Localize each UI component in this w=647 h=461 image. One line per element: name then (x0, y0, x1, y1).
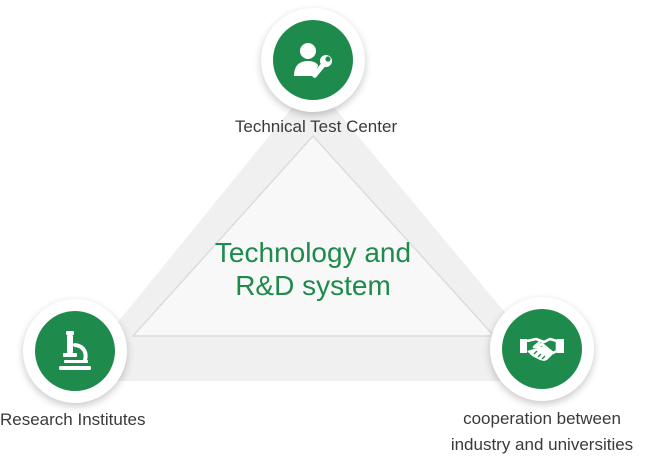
node-research-institutes-badge (35, 311, 115, 391)
node-research-institutes (23, 299, 127, 403)
label-industry-university-cooperation: cooperation between industry and univers… (437, 406, 647, 458)
center-title-line2: R&D system (235, 270, 391, 301)
center-title: Technology and R&D system (163, 236, 463, 302)
technician-wrench-icon (294, 43, 332, 78)
node-technical-test-center (261, 8, 365, 112)
label-research-institutes: Research Institutes (0, 410, 146, 429)
label-technical-test-center: Technical Test Center (234, 117, 398, 136)
microscope-icon (59, 331, 91, 370)
node-technical-test-center-badge (273, 20, 353, 100)
node-industry-university-cooperation-badge (502, 309, 582, 389)
inner-triangle (131, 134, 496, 337)
label-industry-university-cooperation-line2: industry and universities (450, 435, 634, 454)
handshake-icon (520, 337, 564, 361)
label-industry-university-cooperation-line1: cooperation between (463, 409, 621, 428)
node-industry-university-cooperation (490, 297, 594, 401)
center-title-line1: Technology and (214, 237, 412, 268)
